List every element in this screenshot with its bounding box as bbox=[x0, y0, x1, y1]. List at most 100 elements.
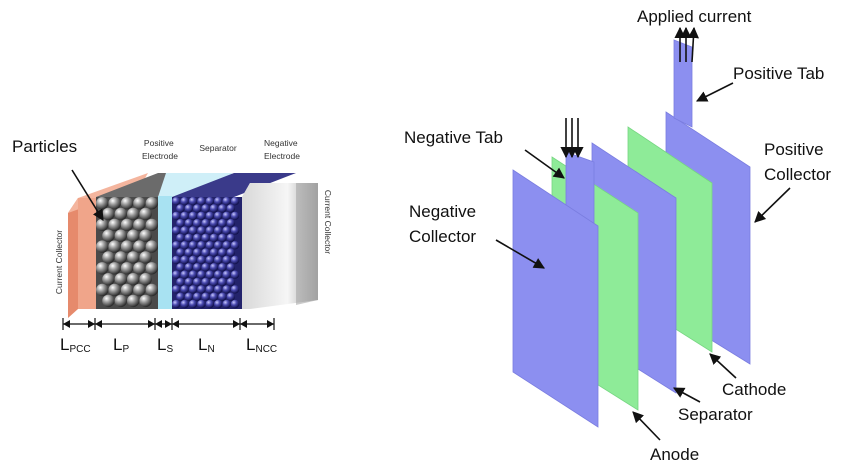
grey-particle bbox=[133, 197, 146, 210]
positive-collector-line1: Positive bbox=[764, 140, 824, 159]
blue-particle bbox=[180, 299, 189, 309]
blue-particle bbox=[172, 241, 181, 250]
grey-particle bbox=[127, 207, 140, 221]
blue-particle bbox=[172, 226, 181, 235]
blue-particle bbox=[218, 219, 227, 228]
particles-label: Particles bbox=[12, 137, 77, 156]
negative-tab-arrows bbox=[560, 118, 584, 159]
grey-particle bbox=[120, 197, 134, 210]
left-panel: Particles Positive Electrode Separator N… bbox=[12, 137, 333, 355]
grey-particle bbox=[139, 273, 152, 286]
grey-particle bbox=[120, 240, 134, 253]
applied-current-arrows bbox=[674, 26, 699, 63]
blue-particle bbox=[188, 211, 198, 221]
blue-particle bbox=[214, 241, 223, 250]
current-collector-right-label: Current Collector bbox=[323, 190, 333, 254]
grey-particle bbox=[108, 262, 121, 275]
blue-particle bbox=[172, 211, 181, 221]
blue-particle bbox=[218, 292, 227, 301]
particles-pointer bbox=[71, 169, 104, 221]
blue-particle bbox=[214, 299, 223, 309]
dimension-arrowhead bbox=[165, 320, 172, 328]
blue-particle bbox=[188, 255, 198, 265]
dim-label-s: LS bbox=[157, 335, 173, 355]
blue-particle bbox=[230, 241, 240, 250]
dimension-line bbox=[62, 318, 275, 330]
dim-label-p: LP bbox=[113, 335, 129, 355]
blue-particle bbox=[172, 197, 181, 206]
blue-particle bbox=[201, 263, 210, 272]
blue-particle bbox=[184, 233, 193, 243]
blue-particle bbox=[222, 285, 231, 294]
blue-particle bbox=[201, 277, 210, 287]
blue-particle bbox=[193, 204, 202, 213]
blue-particle bbox=[226, 263, 235, 272]
dimension-arrowhead bbox=[233, 320, 240, 328]
blue-particle bbox=[180, 197, 189, 206]
blue-particle bbox=[218, 233, 227, 243]
blue-particle bbox=[176, 277, 185, 287]
blue-particle bbox=[222, 211, 231, 221]
dimension-arrowhead bbox=[95, 320, 102, 328]
blue-particle bbox=[180, 241, 189, 250]
positive-collector-pointer bbox=[754, 187, 791, 223]
grey-particle bbox=[133, 283, 146, 297]
negative-electrode-line2: Electrode bbox=[264, 151, 300, 161]
grey-particle bbox=[139, 207, 152, 221]
negative-current-collector-side bbox=[296, 183, 318, 305]
blue-particle bbox=[180, 226, 189, 235]
grey-particle bbox=[139, 294, 152, 308]
grey-particle bbox=[102, 273, 115, 286]
grey-particle bbox=[133, 262, 146, 275]
blue-particle bbox=[197, 270, 206, 279]
positive-tab-label: Positive Tab bbox=[733, 64, 824, 83]
blue-particle bbox=[180, 211, 189, 221]
blue-particle bbox=[222, 270, 231, 279]
blue-particle bbox=[205, 299, 214, 309]
blue-particle bbox=[218, 204, 227, 213]
positive-collector-line2: Collector bbox=[764, 165, 831, 184]
positive-electrode-particles bbox=[96, 197, 158, 308]
grey-particle bbox=[120, 283, 134, 297]
grey-particle bbox=[108, 240, 121, 253]
blue-particle bbox=[205, 226, 214, 235]
grey-particle bbox=[102, 229, 115, 242]
blue-particle bbox=[188, 270, 198, 279]
negative-collector-label: Negative Collector bbox=[409, 202, 481, 246]
blue-particle bbox=[222, 255, 231, 265]
blue-particle bbox=[226, 248, 235, 257]
blue-particle bbox=[197, 255, 206, 265]
blue-particle bbox=[214, 255, 223, 265]
blue-particle bbox=[222, 197, 231, 206]
negative-electrode-line1: Negative bbox=[264, 138, 298, 148]
blue-particle bbox=[188, 241, 198, 250]
blue-particle bbox=[197, 226, 206, 235]
positive-current-collector-face bbox=[78, 198, 96, 309]
dimension-arrowhead bbox=[240, 320, 247, 328]
blue-particle bbox=[230, 299, 240, 309]
blue-particle bbox=[205, 285, 214, 294]
applied-current-label: Applied current bbox=[637, 7, 752, 26]
blue-particle bbox=[226, 292, 235, 301]
grey-particle bbox=[145, 262, 158, 275]
blue-particle bbox=[218, 277, 227, 287]
blue-particle bbox=[193, 233, 202, 243]
blue-particle bbox=[205, 211, 214, 221]
grey-particle bbox=[96, 218, 109, 232]
anode-pointer bbox=[632, 411, 661, 441]
blue-particle bbox=[230, 226, 240, 235]
grey-particle bbox=[96, 283, 109, 297]
dim-label-n: LN bbox=[198, 335, 215, 355]
blue-particle bbox=[222, 299, 231, 309]
blue-particle bbox=[184, 292, 193, 301]
blue-particle bbox=[184, 204, 193, 213]
blue-particle bbox=[201, 248, 210, 257]
blue-particle bbox=[172, 299, 181, 309]
blue-particle bbox=[193, 263, 202, 272]
blue-particle bbox=[193, 219, 202, 228]
grey-particle bbox=[102, 294, 115, 308]
dimension-arrowhead bbox=[88, 320, 95, 328]
blue-particle bbox=[188, 285, 198, 294]
blue-particle bbox=[193, 248, 202, 257]
grey-particle bbox=[127, 229, 140, 242]
